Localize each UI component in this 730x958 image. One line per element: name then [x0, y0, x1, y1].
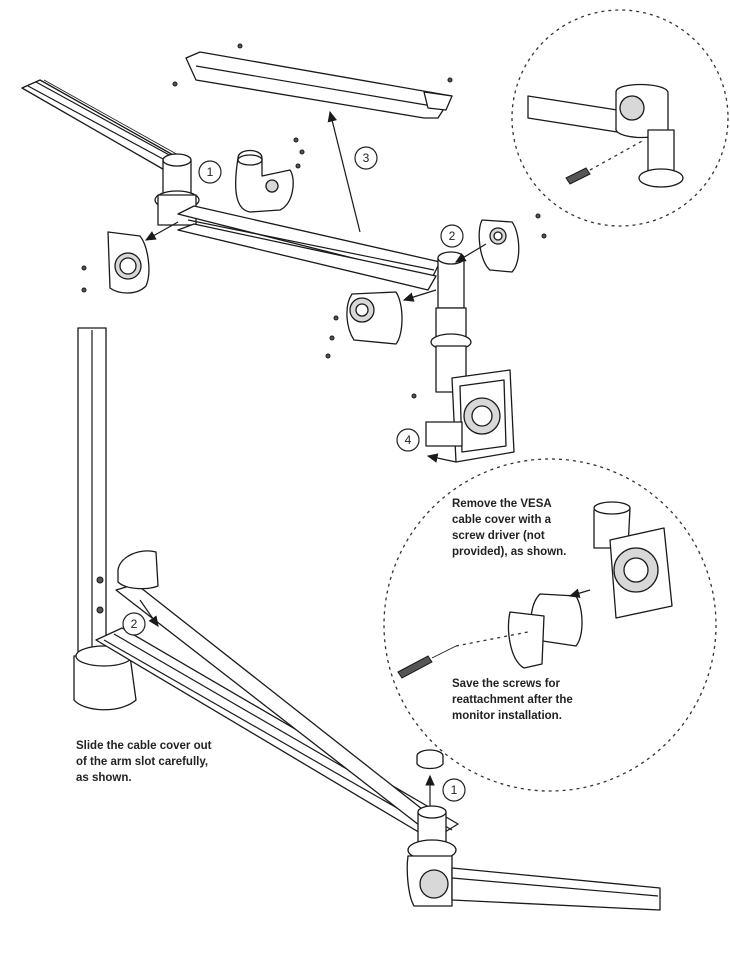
right-elbow [430, 251, 472, 393]
badge-top-3: 3 [354, 146, 378, 170]
svg-text:1: 1 [207, 165, 214, 179]
badge-top-2: 2 [440, 224, 464, 248]
detail-circle-vesa [383, 458, 717, 792]
caption-save-screws: Save the screws for reattachment after t… [452, 678, 573, 722]
lower-arm [95, 583, 459, 841]
svg-text:2: 2 [449, 229, 456, 243]
badge-bottom-2: 2 [122, 612, 146, 636]
right-side-cover [478, 219, 520, 273]
svg-text:4: 4 [405, 433, 412, 447]
caption-slide-cover: Slide the cable cover out of the arm slo… [76, 740, 212, 784]
top-cable-cover [185, 51, 453, 119]
badge-top-1: 1 [198, 160, 222, 184]
joint-cover-top [235, 149, 294, 213]
link-arm [177, 205, 441, 291]
screws-top [81, 43, 547, 399]
caption-vesa-remove: Remove the VESA cable cover with a screw… [452, 498, 567, 558]
detail-circle-top [511, 9, 729, 227]
lower-joint [406, 805, 661, 911]
svg-text:3: 3 [363, 151, 370, 165]
arrows-top [144, 110, 487, 463]
svg-text:1: 1 [451, 783, 458, 797]
svg-text:2: 2 [131, 617, 138, 631]
hand-left [117, 550, 159, 590]
elbow-cover [346, 291, 403, 345]
left-side-cover [107, 231, 150, 294]
badge-top-4: 4 [396, 428, 420, 452]
vesa-plate [425, 369, 515, 463]
upper-left-arm [21, 79, 183, 173]
cap [416, 749, 444, 770]
vertical-pole [73, 327, 137, 711]
badge-bottom-1: 1 [442, 778, 466, 802]
arrows-bottom [139, 599, 435, 806]
